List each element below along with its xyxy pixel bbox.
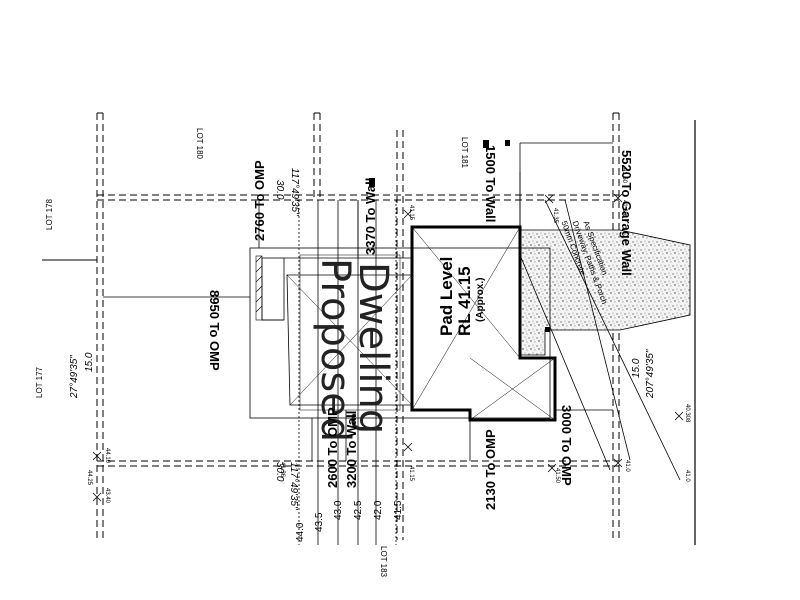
pad-level-line3: (Approx.) — [475, 277, 486, 322]
dim-omp-3000: 3000 To OMP — [559, 405, 574, 486]
contour-42-0: 42.0 — [373, 500, 384, 520]
top-bearing: 117°49'35" — [289, 168, 300, 216]
marker-4 — [545, 327, 550, 332]
driveway-concrete — [519, 229, 691, 356]
level-41-50-b: 41.50 — [554, 468, 560, 484]
level-41-15-a: 41.15 — [408, 205, 414, 221]
side-hatch — [255, 255, 263, 321]
level-41-50: 41.50 — [621, 168, 627, 184]
dwelling-outline — [249, 225, 557, 422]
contour-44-0: 44.0 — [295, 522, 306, 542]
contour-42-5: 42.5 — [353, 500, 364, 520]
contour-43-0: 43.0 — [333, 500, 344, 520]
level-43-40: 43.40 — [104, 488, 110, 504]
level-41-15-b: 41.15 — [408, 466, 414, 482]
dim-omp-2760: 2760 To OMP — [252, 160, 267, 241]
dim-wall-3370: 3370 To Wall — [363, 177, 378, 255]
level-44-25: 44.25 — [86, 470, 92, 486]
level-41-0-b: 41.0 — [684, 470, 690, 482]
level-markers — [92, 193, 684, 502]
lot-180-label: LOT 180 — [195, 128, 204, 159]
right-bearing: 207°49'35" — [645, 349, 656, 398]
pad-level-line2: RL 41.15 — [455, 266, 474, 336]
pad-level-line1: Pad Level — [437, 256, 456, 336]
dim-omp-2130: 2130 To OMP — [483, 429, 498, 510]
level-41-35: 41.35 — [552, 208, 558, 224]
left-bearing: 27°49'35" — [69, 355, 80, 398]
dimension-lines — [103, 142, 681, 481]
level-44-10: 44.10 — [104, 448, 110, 464]
lot-178-label: LOT 178 — [45, 199, 54, 230]
dim-omp-2600: 2600 To OMP — [325, 407, 340, 488]
dwelling-label-line2: Dwelling — [350, 262, 396, 435]
lot-181-label: LOT 181 — [460, 137, 469, 168]
lot-boundary-lines — [42, 112, 696, 545]
wall-marker-1 — [483, 140, 489, 148]
contour-41-5: 41.5 — [393, 500, 404, 520]
wall-marker-2 — [369, 178, 375, 186]
lot-183-label: LOT 183 — [379, 546, 388, 577]
dim-omp-8950: 8950 To OMP — [207, 290, 222, 371]
top-length: 30.0 — [274, 180, 285, 200]
wall-marker-3 — [505, 140, 510, 146]
level-40-308: 40.308 — [684, 404, 690, 423]
right-length: 15.0 — [631, 358, 642, 378]
level-41-36: 41.36 — [279, 462, 285, 478]
bottom-bearing: 117°49'35" — [288, 462, 299, 510]
left-length: 15.0 — [84, 352, 95, 372]
level-41-35-b: 41.35 — [621, 200, 627, 216]
dim-wall-3200: 3200 To Wall — [344, 410, 359, 488]
level-41-0: 41.0 — [624, 460, 630, 472]
lot-177-label: LOT 177 — [35, 367, 44, 398]
dim-wall-1500: 1500 To Wall — [483, 145, 498, 223]
contour-43-5: 43.5 — [314, 512, 325, 532]
